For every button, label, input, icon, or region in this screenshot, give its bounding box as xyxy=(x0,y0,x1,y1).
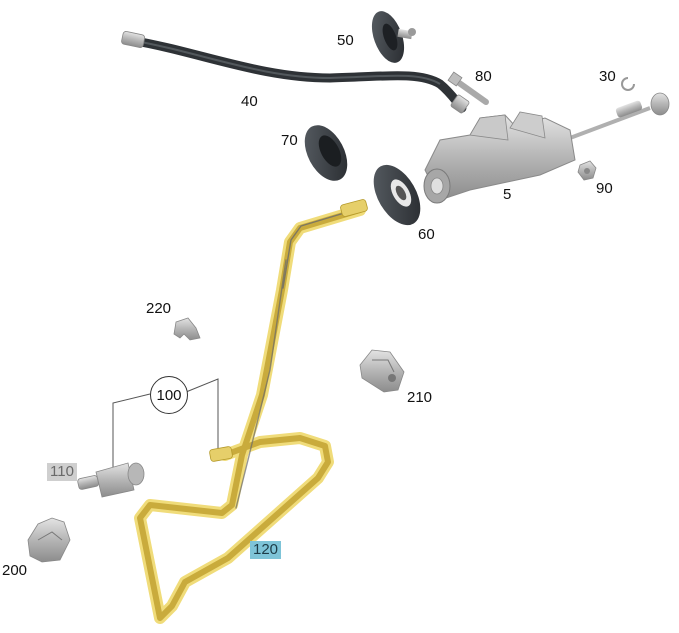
part-120-brake-line[interactable] xyxy=(134,199,368,624)
part-80-bolt[interactable] xyxy=(447,71,489,105)
group-100-leader-lines xyxy=(112,378,219,470)
part-70-grommet[interactable] xyxy=(296,118,356,188)
part-30-circlip[interactable] xyxy=(621,77,635,91)
callout-100[interactable]: 100 xyxy=(150,376,188,414)
part-220-clip[interactable] xyxy=(173,317,201,341)
part-210-clip[interactable] xyxy=(359,349,405,393)
callout-220[interactable]: 220 xyxy=(146,300,172,317)
callout-120[interactable]: 120 xyxy=(250,541,282,559)
callout-210[interactable]: 210 xyxy=(407,389,433,406)
callout-110[interactable]: 110 xyxy=(47,463,77,481)
callout-60[interactable]: 60 xyxy=(418,226,435,243)
part-60-seal[interactable] xyxy=(364,157,430,233)
callout-70[interactable]: 70 xyxy=(281,132,298,149)
callout-5[interactable]: 5 xyxy=(503,186,512,203)
callout-80[interactable]: 80 xyxy=(475,68,492,85)
part-110-connector[interactable] xyxy=(77,462,145,498)
callout-90[interactable]: 90 xyxy=(596,180,613,197)
callout-200[interactable]: 200 xyxy=(2,562,28,579)
part-50-grommet[interactable] xyxy=(366,7,416,67)
part-40-hose[interactable] xyxy=(121,31,470,114)
callout-40[interactable]: 40 xyxy=(241,93,258,110)
part-90-nut[interactable] xyxy=(577,160,597,181)
part-200-clip[interactable] xyxy=(27,517,71,563)
part-5-master-cylinder[interactable] xyxy=(423,92,670,204)
callout-50[interactable]: 50 xyxy=(337,32,354,49)
callout-30[interactable]: 30 xyxy=(599,68,616,85)
